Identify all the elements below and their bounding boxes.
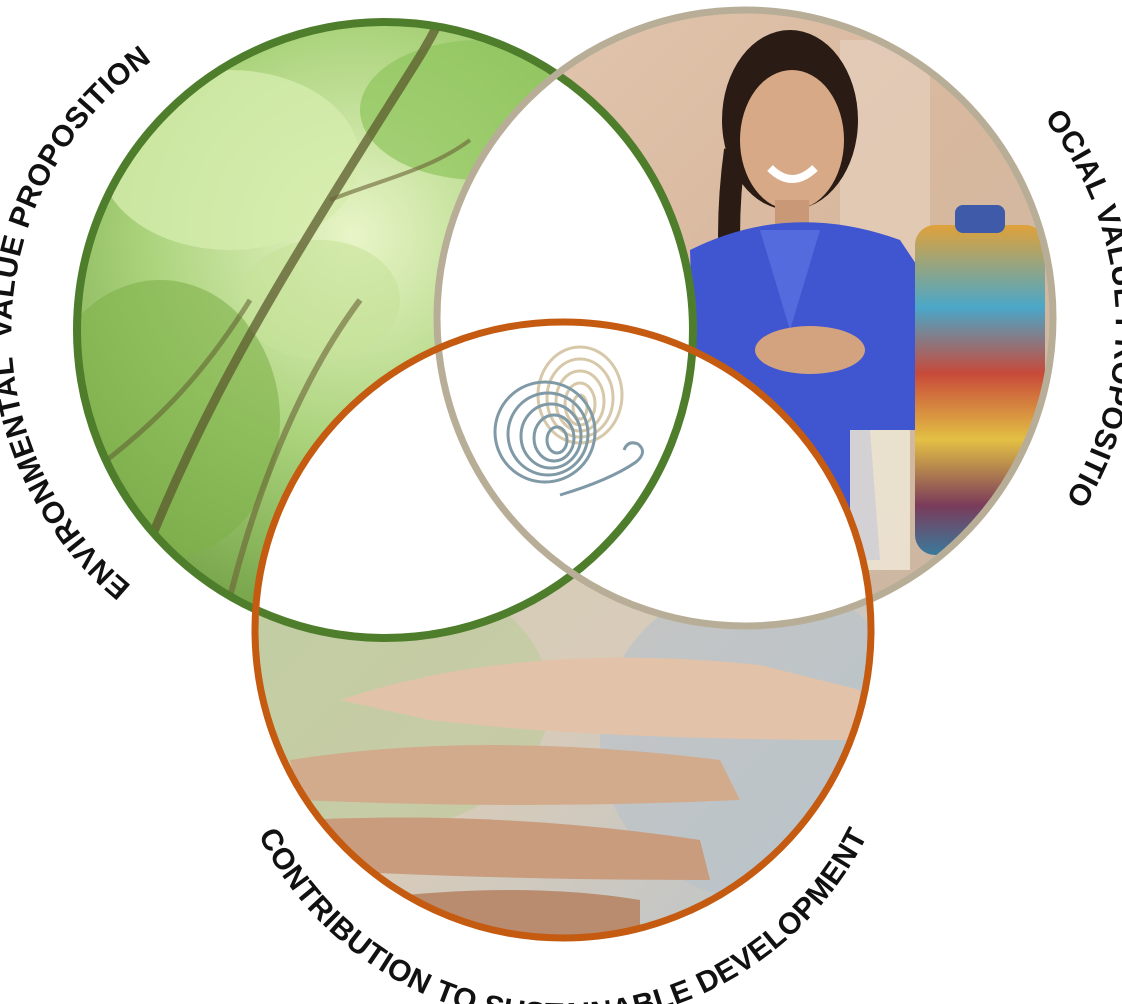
overlap-soc-sus [437, 322, 871, 626]
sustainable-circle [251, 318, 875, 942]
environmental-circle [73, 18, 697, 642]
fingerprint-butterfly-logo [493, 345, 644, 497]
social-circle [433, 6, 1057, 630]
